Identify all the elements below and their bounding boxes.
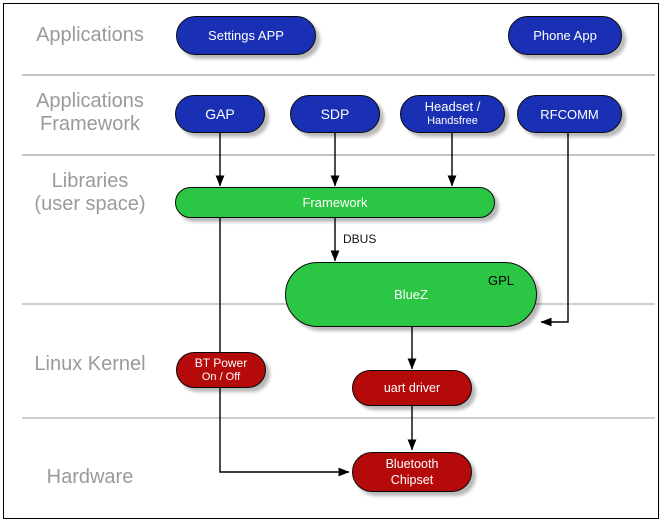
diagram-border bbox=[3, 3, 659, 519]
node-settings-app[interactable]: Settings APP bbox=[176, 16, 316, 55]
node-bluez-license-tag: GPL bbox=[487, 273, 514, 288]
layer-label-hardware: Hardware bbox=[46, 466, 134, 488]
layer-label-applications: Applications bbox=[36, 24, 144, 46]
layer-label-app-framework: Applications Framework bbox=[36, 90, 144, 135]
node-bluetooth-chipset[interactable]: Bluetooth Chipset bbox=[352, 452, 472, 492]
node-bt-power[interactable]: BT Power On / Off bbox=[176, 352, 266, 388]
node-headset-line1: Headset / bbox=[424, 99, 481, 114]
node-phone-app-label: Phone App bbox=[533, 28, 597, 43]
node-framework[interactable]: Framework bbox=[175, 187, 495, 218]
node-bt-power-line2: On / Off bbox=[201, 371, 241, 383]
node-uart-driver[interactable]: uart driver bbox=[352, 370, 472, 406]
node-rfcomm-label: RFCOMM bbox=[540, 106, 599, 122]
node-sdp-label: SDP bbox=[320, 106, 350, 122]
node-bluez[interactable]: BlueZ GPL bbox=[285, 262, 537, 327]
layer-label-libraries: Libraries (user space) bbox=[34, 170, 146, 215]
node-headset-line2: Handsfree bbox=[427, 115, 478, 127]
node-rfcomm[interactable]: RFCOMM bbox=[517, 95, 622, 133]
node-gap[interactable]: GAP bbox=[175, 95, 265, 133]
node-phone-app[interactable]: Phone App bbox=[508, 16, 622, 55]
node-bluez-label: BlueZ bbox=[394, 287, 428, 302]
node-bt-power-line1: BT Power bbox=[194, 356, 248, 370]
node-framework-label: Framework bbox=[302, 195, 368, 210]
node-uart-driver-label: uart driver bbox=[383, 381, 441, 395]
node-sdp[interactable]: SDP bbox=[290, 95, 380, 133]
edge-label-dbus: DBUS bbox=[341, 232, 379, 246]
node-settings-app-label: Settings APP bbox=[208, 28, 284, 43]
node-gap-label: GAP bbox=[205, 106, 235, 122]
node-bt-chipset-line1: Bluetooth bbox=[385, 457, 439, 471]
layer-label-linux-kernel: Linux Kernel bbox=[34, 353, 146, 375]
node-bt-chipset-line2: Chipset bbox=[390, 473, 434, 487]
node-headset-handsfree[interactable]: Headset / Handsfree bbox=[400, 95, 505, 133]
